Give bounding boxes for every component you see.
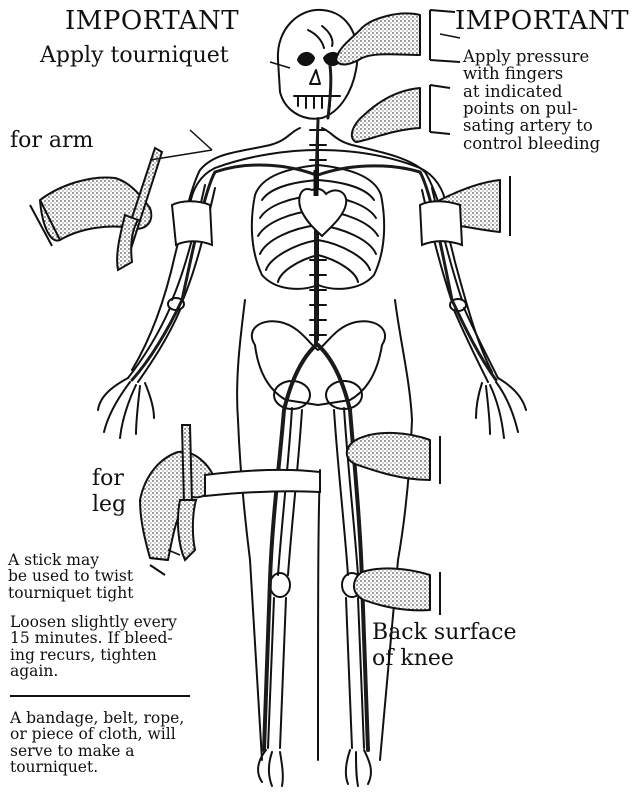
tourniquet-band-icon (172, 201, 212, 245)
loosen-note-line-2: 15 minutes. If bleed- (10, 630, 177, 646)
bandage-note-line-1: A bandage, belt, rope, (10, 710, 184, 726)
bandage-note: A bandage, belt, rope, or piece of cloth… (10, 710, 184, 776)
knee-label-1: Back surface (372, 622, 517, 644)
for-leg-label-2: leg (92, 494, 126, 516)
pressing-hand-icon (347, 433, 430, 480)
left-subtitle: Apply tourniquet (40, 45, 229, 67)
right-line-4: points on pul- (463, 100, 600, 117)
right-line-6: control bleeding (463, 135, 600, 152)
right-line-5: sating artery to (463, 117, 600, 134)
left-title: IMPORTANT (65, 8, 239, 34)
pressing-hand-icon (352, 88, 420, 142)
knee-label-2: of knee (372, 648, 454, 670)
right-line-3: at indicated (463, 83, 600, 100)
bandage-note-line-3: serve to make a (10, 743, 184, 759)
tourniquet-hand-leg-icon (140, 452, 215, 560)
right-instructions: Apply pressure with fingers at indicated… (463, 48, 600, 152)
loosen-note: Loosen slightly every 15 minutes. If ble… (10, 614, 177, 680)
bandage-note-line-2: or piece of cloth, will (10, 726, 184, 742)
loosen-note-line-4: again. (10, 663, 177, 679)
bandage-note-line-4: tourniquet. (10, 759, 184, 775)
stick-note-line-2: be used to twist (8, 568, 133, 584)
right-line-2: with fingers (463, 65, 600, 82)
stick-note: A stick may be used to twist tourniquet … (8, 552, 133, 601)
stick-note-line-3: tourniquet tight (8, 585, 133, 601)
pressing-hand-icon (336, 13, 420, 64)
right-line-1: Apply pressure (463, 48, 600, 65)
for-arm-label: for arm (10, 130, 93, 152)
loosen-note-line-3: ing recurs, tighten (10, 647, 177, 663)
divider (10, 695, 190, 697)
pressing-hand-icon (354, 568, 430, 610)
for-leg-label-1: for (92, 468, 124, 490)
loosen-note-line-1: Loosen slightly every (10, 614, 177, 630)
right-title: IMPORTANT (455, 8, 629, 34)
stick-note-line-1: A stick may (8, 552, 133, 568)
tourniquet-stick-icon (182, 425, 192, 505)
tourniquet-band-icon (205, 470, 320, 496)
